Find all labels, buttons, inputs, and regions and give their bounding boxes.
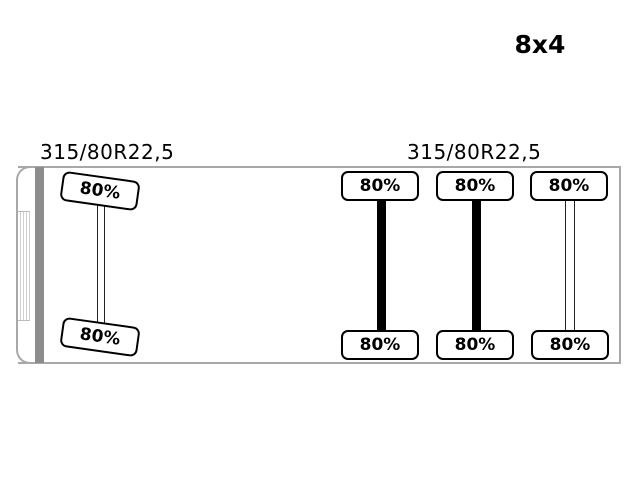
rear-tire-size-label: 315/80R22,5 [407, 140, 542, 164]
truck-body-outline [18, 166, 621, 364]
front-tire-size-label: 315/80R22,5 [40, 140, 175, 164]
truck-grille [18, 211, 30, 321]
rear-axle-2-right-tire[interactable]: 80% [436, 330, 514, 360]
rear-axle-1-left-tire[interactable]: 80% [341, 171, 419, 201]
cab-bumper-bar [35, 167, 44, 363]
rear-axle-3-right-tire[interactable]: 80% [531, 330, 609, 360]
axle-configuration-label: 8x4 [514, 30, 566, 59]
rear-axle-1-right-tire[interactable]: 80% [341, 330, 419, 360]
rear-drive-axle-1 [377, 200, 386, 331]
rear-tag-axle-3 [565, 200, 575, 331]
rear-drive-axle-2 [472, 200, 481, 331]
truck-cab-front [16, 166, 38, 364]
rear-axle-2-left-tire[interactable]: 80% [436, 171, 514, 201]
front-axle [97, 205, 105, 325]
rear-axle-3-left-tire[interactable]: 80% [530, 171, 608, 201]
